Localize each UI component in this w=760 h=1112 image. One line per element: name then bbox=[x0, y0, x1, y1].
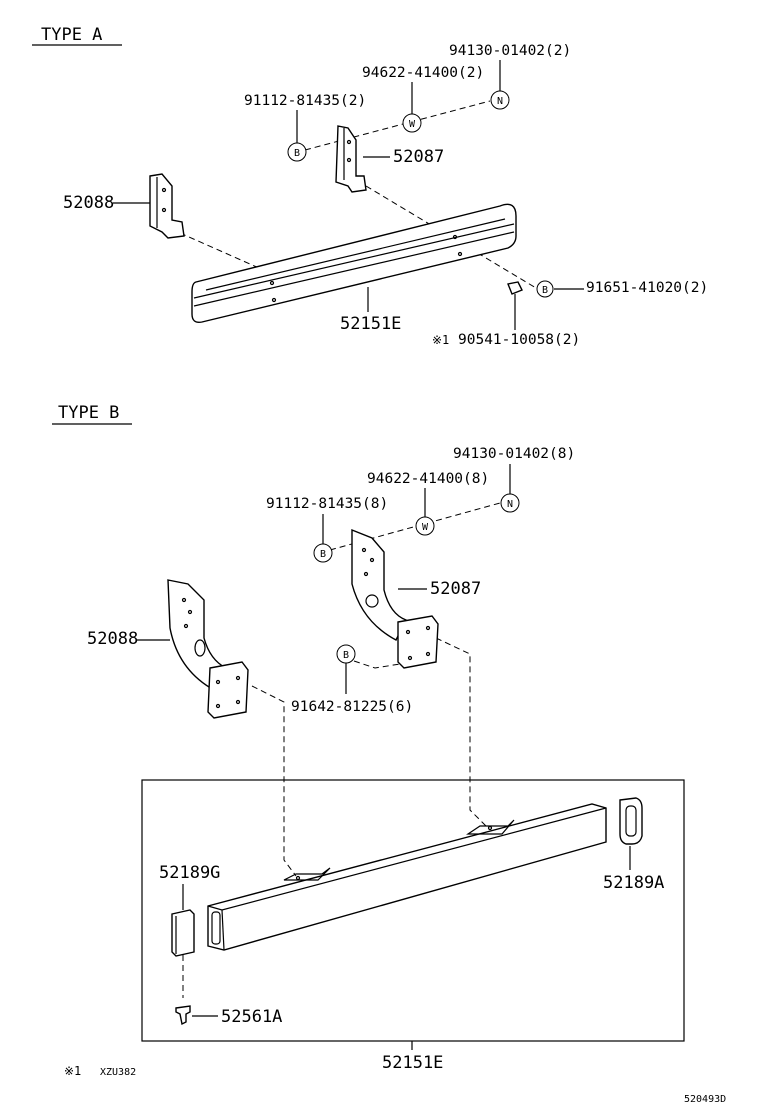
label-52087-b: 52087 bbox=[430, 579, 481, 599]
svg-text:B: B bbox=[542, 285, 548, 296]
label-52189g: 52189G bbox=[159, 863, 220, 883]
svg-text:B: B bbox=[343, 650, 349, 661]
svg-text:B: B bbox=[320, 549, 326, 560]
footer: ※1 XZU382 520493D bbox=[64, 1064, 726, 1105]
bracket-52087-a bbox=[335, 125, 367, 193]
label-91112-a: 91112-81435(2) bbox=[244, 93, 366, 109]
type-b-section: TYPE B 94130-01402(8) 94622-41400(8) 911… bbox=[52, 403, 685, 1073]
label-52151e-b: 52151E bbox=[382, 1053, 443, 1073]
svg-text:N: N bbox=[497, 96, 503, 107]
end-cap-52189a bbox=[619, 797, 643, 845]
footnote-mark: ※1 bbox=[64, 1064, 81, 1078]
bolt-symbol-a: B bbox=[287, 142, 307, 162]
bumper-52151e-b bbox=[207, 803, 607, 951]
label-91651-a: 91651-41020(2) bbox=[586, 280, 708, 296]
end-cap-52189g bbox=[171, 909, 195, 957]
dash-52088-to-bumper-b bbox=[251, 685, 297, 877]
dash-52087-to-bumper-b bbox=[435, 637, 487, 827]
dash-52087-to-nut-a bbox=[365, 185, 537, 289]
footnote-text: XZU382 bbox=[100, 1067, 136, 1078]
bracket-52088-b bbox=[167, 579, 249, 719]
bumper-assembly-frame bbox=[141, 779, 685, 1042]
label-91642-b: 91642-81225(6) bbox=[291, 699, 413, 715]
type-a-section: TYPE A 94130-01402(2) 94622-41400(2) 911… bbox=[32, 25, 708, 348]
label-52087-a: 52087 bbox=[393, 147, 444, 167]
svg-text:W: W bbox=[422, 522, 429, 533]
svg-text:N: N bbox=[507, 499, 513, 510]
svg-text:W: W bbox=[409, 119, 416, 130]
label-90541-a: 90541-10058(2) bbox=[458, 332, 580, 348]
type-b-heading: TYPE B bbox=[58, 403, 119, 423]
drawing-number: 520493D bbox=[684, 1094, 726, 1105]
washer-symbol-b: W bbox=[415, 516, 435, 536]
label-94622-a: 94622-41400(2) bbox=[362, 65, 484, 81]
label-94622-b: 94622-41400(8) bbox=[367, 471, 489, 487]
label-90541-mark: ※1 bbox=[432, 333, 449, 347]
label-52088-b: 52088 bbox=[87, 629, 138, 649]
label-52088-a: 52088 bbox=[63, 193, 114, 213]
bracket-52088-a bbox=[149, 173, 185, 239]
svg-text:B: B bbox=[294, 148, 300, 159]
type-a-heading: TYPE A bbox=[41, 25, 102, 45]
label-94130-b: 94130-01402(8) bbox=[453, 446, 575, 462]
nut-symbol-b: N bbox=[500, 493, 520, 513]
dash-91642-b bbox=[353, 660, 401, 669]
bolt-90541-a bbox=[507, 281, 523, 295]
clip-52561a bbox=[175, 1005, 191, 1026]
label-52151e-a: 52151E bbox=[340, 314, 401, 334]
label-52189a: 52189A bbox=[603, 873, 664, 893]
dash-bolt-axis-a bbox=[304, 100, 491, 151]
label-52561a: 52561A bbox=[221, 1007, 282, 1027]
bolt-symbol-91642-b: B bbox=[336, 644, 356, 664]
nut-symbol-a: N bbox=[490, 90, 510, 110]
bolt-symbol-b: B bbox=[313, 543, 333, 563]
bumper-52151e-a bbox=[191, 203, 517, 324]
washer-symbol-a: W bbox=[402, 113, 422, 133]
bracket-52087-b bbox=[351, 528, 439, 669]
label-91112-b: 91112-81435(8) bbox=[266, 496, 388, 512]
label-94130-a: 94130-01402(2) bbox=[449, 43, 571, 59]
bolt-symbol-91651-a: B bbox=[536, 280, 554, 298]
dash-52088-to-bumper-a bbox=[179, 232, 269, 273]
